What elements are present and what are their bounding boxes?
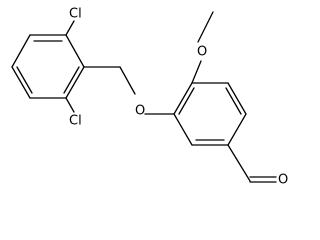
double-bond-inner <box>225 87 242 115</box>
bond-ring-o-methoxy <box>191 60 202 84</box>
double-bond-inner <box>16 66 33 94</box>
atom-label-o-aldehyde: O <box>278 173 288 188</box>
bond <box>227 113 247 146</box>
atom-label-cl-top: Cl <box>69 7 82 22</box>
atom-label-cl-bottom: Cl <box>69 114 82 129</box>
bond <box>11 34 31 68</box>
bond <box>65 34 85 68</box>
atom-label-o-methoxy: O <box>197 45 207 60</box>
bond <box>227 82 247 115</box>
dichlorophenyl-ring <box>11 34 85 99</box>
bond <box>11 66 31 99</box>
benzaldehyde-ring <box>173 82 247 146</box>
bond <box>65 66 85 99</box>
bond-ring-cho <box>227 144 251 182</box>
double-bond-inner <box>63 66 80 94</box>
bond <box>173 82 193 115</box>
double-bond-inner <box>178 87 195 115</box>
bond-ch2-o <box>119 66 136 95</box>
bond-cl-bottom <box>65 97 75 113</box>
bond-methyl <box>197 11 214 43</box>
structure-canvas: Cl Cl O O O <box>11 7 288 188</box>
bond <box>173 113 193 146</box>
bond-cl-top <box>65 20 75 36</box>
atom-label-o-ether: O <box>135 104 145 119</box>
